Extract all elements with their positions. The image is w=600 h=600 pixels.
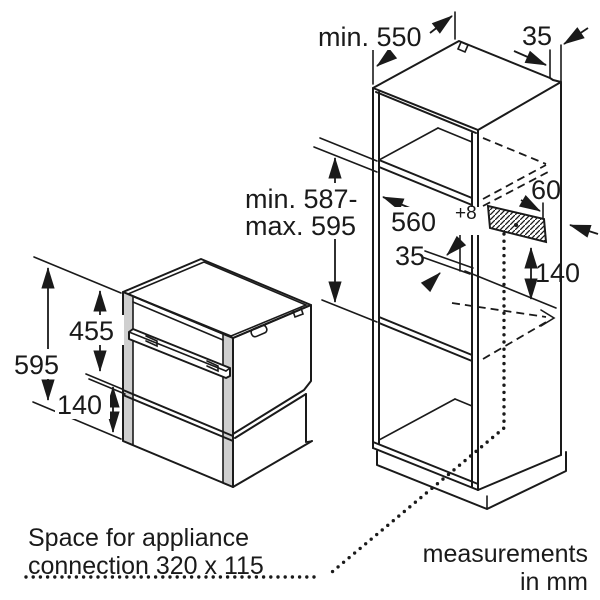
wall-indicator-arrow [569, 224, 599, 238]
connection-point-dot [514, 223, 518, 227]
appliance-right-stile [222, 333, 234, 488]
arrow-rail-lower [420, 272, 441, 293]
note-connection-line2: connection 320 x 115 [28, 552, 264, 580]
ext-appliance-top [33, 256, 122, 294]
appliance-door-top-edge [132, 301, 224, 341]
upper-shelf-depth-line [378, 127, 439, 161]
cabinet-top-notch [456, 40, 470, 54]
connection-leader-dotted [330, 232, 506, 574]
label-cabinet-depth: min. 550 [318, 22, 422, 52]
arrow-60 [518, 195, 541, 212]
label-niche-height-line1: min. 587- [245, 184, 358, 214]
appliance-split-line-1 [122, 389, 234, 437]
dimension-labels: min. 550 35 min. 587- max. 595 560 +8 35… [11, 21, 580, 420]
appliance-top-face-inner [125, 261, 309, 337]
ext-niche-top-2 [319, 137, 378, 162]
hidden-ceiling-depth-line-1 [482, 164, 547, 200]
label-appliance-drawer: 140 [57, 390, 102, 420]
niche-ceiling-top-line [378, 159, 473, 199]
arrow-550-front [376, 48, 398, 67]
bottom-interior-depth-line [378, 398, 456, 441]
label-front-rail: 35 [395, 241, 425, 271]
niche-ceiling-bottom-line [378, 166, 473, 206]
label-connection-offset: 60 [531, 175, 561, 205]
appliance-drawer-side-top [234, 393, 307, 439]
appliance-top-face [122, 258, 312, 339]
label-rear-gap: 35 [522, 21, 552, 51]
appliance-drawer-side-bottom [232, 440, 313, 488]
cabinet-bottom-edge [372, 447, 479, 491]
ext-niche-top-1 [313, 146, 378, 173]
appliance-side-notch [292, 307, 305, 319]
hidden-route-arrowhead [540, 309, 556, 327]
appliance-split-line-2 [122, 394, 234, 442]
appliance-handle-tab-left [145, 335, 158, 348]
appliance-left-stile [122, 291, 134, 446]
cabinet-bottom-top-line [372, 441, 479, 485]
arrow-550-back [429, 15, 453, 34]
niche-floor-bottom-line [378, 322, 473, 362]
appliance-drawing [122, 258, 313, 488]
label-appliance-upper: 455 [69, 316, 114, 346]
appliance-handle-bar [128, 328, 231, 379]
arrow-35-left [513, 50, 547, 66]
ext-appliance-bottom [32, 401, 122, 440]
bottom-interior-back-line [454, 398, 473, 407]
arrow-35-right [563, 27, 589, 45]
label-niche-width-tolerance: +8 [455, 203, 477, 224]
cabinet-front-top-inner-edge [375, 91, 477, 134]
upper-shelf-back-line [437, 127, 473, 143]
hidden-floor-depth-line [482, 320, 549, 360]
note-units-line2: in mm [520, 568, 588, 596]
hidden-top-width-line [482, 137, 547, 165]
label-niche-width: 560 [391, 207, 436, 237]
appliance-front-outline [122, 291, 234, 488]
appliance-handle-bar-edge [128, 331, 227, 372]
hidden-cable-route-line [451, 302, 547, 318]
niche-floor-top-line [378, 316, 473, 356]
rail-line-2 [424, 250, 474, 269]
cabinet-top-face [372, 40, 562, 131]
ext-niche-bottom [321, 299, 378, 323]
appliance-handle-tab-right [206, 360, 219, 373]
arrow-rail-upper [446, 235, 467, 256]
label-appliance-total: 595 [14, 350, 59, 380]
note-units-line1: measurements [423, 540, 588, 568]
label-niche-height-line2: max. 595 [245, 211, 356, 241]
appliance-handle-cap-edge [225, 367, 231, 372]
appliance-side-grip-cutout [250, 324, 268, 338]
notes: Space for appliance connection 320 x 115… [28, 524, 588, 596]
niche-floor-back-edge [464, 270, 557, 309]
note-connection-line1: Space for appliance [28, 524, 249, 552]
label-connection-height: 140 [535, 258, 580, 288]
ext-split-1 [85, 373, 123, 390]
cabinet-drawing [24, 40, 567, 579]
appliance-side-panel [232, 304, 312, 435]
rail-line-1 [421, 256, 471, 275]
appliance-drawer-side-corner [305, 440, 313, 443]
cabinet-side-bottom-edge [477, 454, 562, 491]
